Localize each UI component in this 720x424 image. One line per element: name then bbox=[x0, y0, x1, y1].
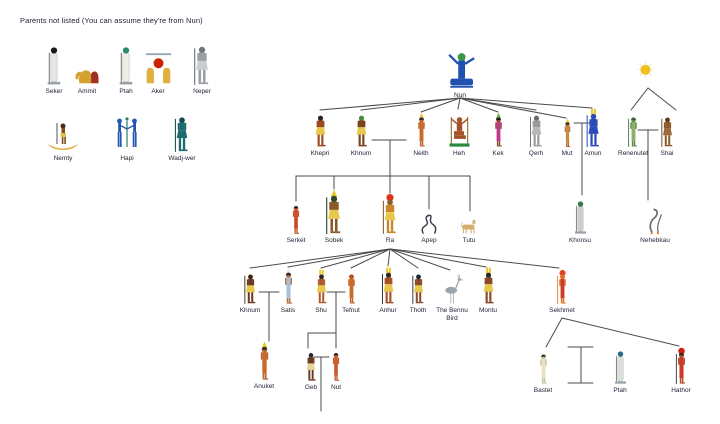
label-bennu: The Bennu Bird bbox=[436, 307, 468, 323]
label-renenutet: Renenutet bbox=[618, 150, 648, 157]
sekhmet-figure-icon bbox=[548, 269, 577, 305]
seker-figure-icon bbox=[35, 40, 73, 86]
heh-figure-icon bbox=[443, 108, 476, 148]
label-khnum: Khnum bbox=[350, 150, 372, 157]
label-montu: Montu bbox=[478, 307, 498, 314]
label-nut: Nut bbox=[330, 384, 342, 391]
renenutet-figure-icon bbox=[619, 112, 648, 148]
qerh-figure-icon bbox=[521, 110, 552, 148]
ptah-legend-figure-icon bbox=[107, 40, 145, 86]
label-sekhmet: Sekhmet bbox=[549, 307, 575, 314]
apep-figure-icon bbox=[419, 209, 440, 235]
label-khonsu: Khonsu bbox=[568, 237, 592, 244]
label-ammit: Ammit bbox=[77, 88, 97, 95]
wadj-wer-figure-icon bbox=[165, 111, 199, 153]
label-qerh: Qerh bbox=[528, 150, 544, 157]
hapi-figure-icon bbox=[109, 109, 145, 153]
label-sobek: Sobek bbox=[324, 237, 344, 244]
label-shai: Shai bbox=[660, 150, 674, 157]
neith-figure-icon bbox=[407, 112, 436, 148]
label-geb: Geb bbox=[304, 384, 318, 391]
label-apep: Apep bbox=[421, 237, 437, 244]
label-bastet: Bastet bbox=[533, 387, 553, 394]
label-tefnut: Tefnut bbox=[342, 307, 360, 314]
satis-figure-icon bbox=[273, 267, 304, 305]
ra-figure-icon bbox=[373, 193, 407, 235]
label-amun: Amun bbox=[584, 150, 602, 157]
nehebkau-figure-icon bbox=[641, 201, 669, 235]
khnum-2-figure-icon bbox=[236, 269, 265, 305]
mut-figure-icon bbox=[555, 118, 580, 148]
ptah-figure-icon bbox=[604, 345, 637, 385]
label-wadj-wer: Wadj-wer bbox=[168, 155, 196, 162]
label-seker: Seker bbox=[45, 88, 63, 95]
label-tutu: Tutu bbox=[462, 237, 476, 244]
khonsu-figure-icon bbox=[564, 195, 597, 235]
bastet-figure-icon bbox=[529, 349, 558, 385]
label-neith: Neith bbox=[413, 150, 429, 157]
label-nemty: Nemty bbox=[53, 155, 73, 162]
bennu-figure-icon bbox=[438, 271, 466, 305]
geb-figure-icon bbox=[297, 348, 325, 382]
shai-figure-icon bbox=[653, 112, 682, 148]
label-hapi: Hapi bbox=[120, 155, 134, 162]
label-khnum-2: Khnum bbox=[239, 307, 261, 314]
label-ptah: Ptah bbox=[613, 387, 627, 394]
neper-figure-icon bbox=[183, 40, 221, 86]
label-shu: Shu bbox=[315, 307, 327, 314]
label-thoth: Thoth bbox=[409, 307, 427, 314]
thoth-figure-icon bbox=[404, 269, 433, 305]
kek-figure-icon bbox=[484, 112, 513, 148]
label-satis: Satis bbox=[280, 307, 296, 314]
label-neper: Neper bbox=[193, 88, 211, 95]
montu-figure-icon bbox=[473, 267, 504, 305]
label-hathor: Hathor bbox=[671, 387, 691, 394]
label-nun: Nun bbox=[454, 92, 466, 99]
label-aker: Aker bbox=[151, 88, 165, 95]
nemty-figure-icon bbox=[45, 109, 81, 153]
label-khepri: Khepri bbox=[310, 150, 330, 157]
hathor-figure-icon bbox=[666, 347, 697, 385]
nun-figure-icon bbox=[440, 40, 481, 90]
anuket-figure-icon bbox=[248, 341, 281, 381]
ammit-figure-icon bbox=[71, 46, 104, 86]
label-kek: Kek bbox=[492, 150, 504, 157]
sun-figure-icon bbox=[633, 48, 658, 78]
label-ptah-legend: Ptah bbox=[119, 88, 133, 95]
label-anuket: Anuket bbox=[253, 383, 275, 390]
label-ra: Ra bbox=[385, 237, 395, 244]
nut-figure-icon bbox=[322, 348, 350, 382]
diagram-title: Parents not listed (You can assume they'… bbox=[20, 16, 203, 25]
anhur-figure-icon bbox=[373, 267, 404, 305]
amun-figure-icon bbox=[577, 108, 610, 148]
shu-figure-icon bbox=[307, 269, 336, 305]
tefnut-figure-icon bbox=[337, 269, 366, 305]
label-nehebkau: Nehebkau bbox=[640, 237, 670, 244]
label-mut: Mut bbox=[561, 150, 573, 157]
serket-figure-icon bbox=[282, 201, 310, 235]
tutu-figure-icon bbox=[459, 211, 479, 235]
khnum-figure-icon bbox=[346, 110, 377, 148]
label-anhur: Anhur bbox=[379, 307, 397, 314]
aker-figure-icon bbox=[142, 46, 175, 86]
sobek-figure-icon bbox=[315, 189, 353, 235]
label-serket: Serket bbox=[286, 237, 306, 244]
khepri-figure-icon bbox=[305, 110, 336, 148]
label-heh: Heh bbox=[453, 150, 465, 157]
